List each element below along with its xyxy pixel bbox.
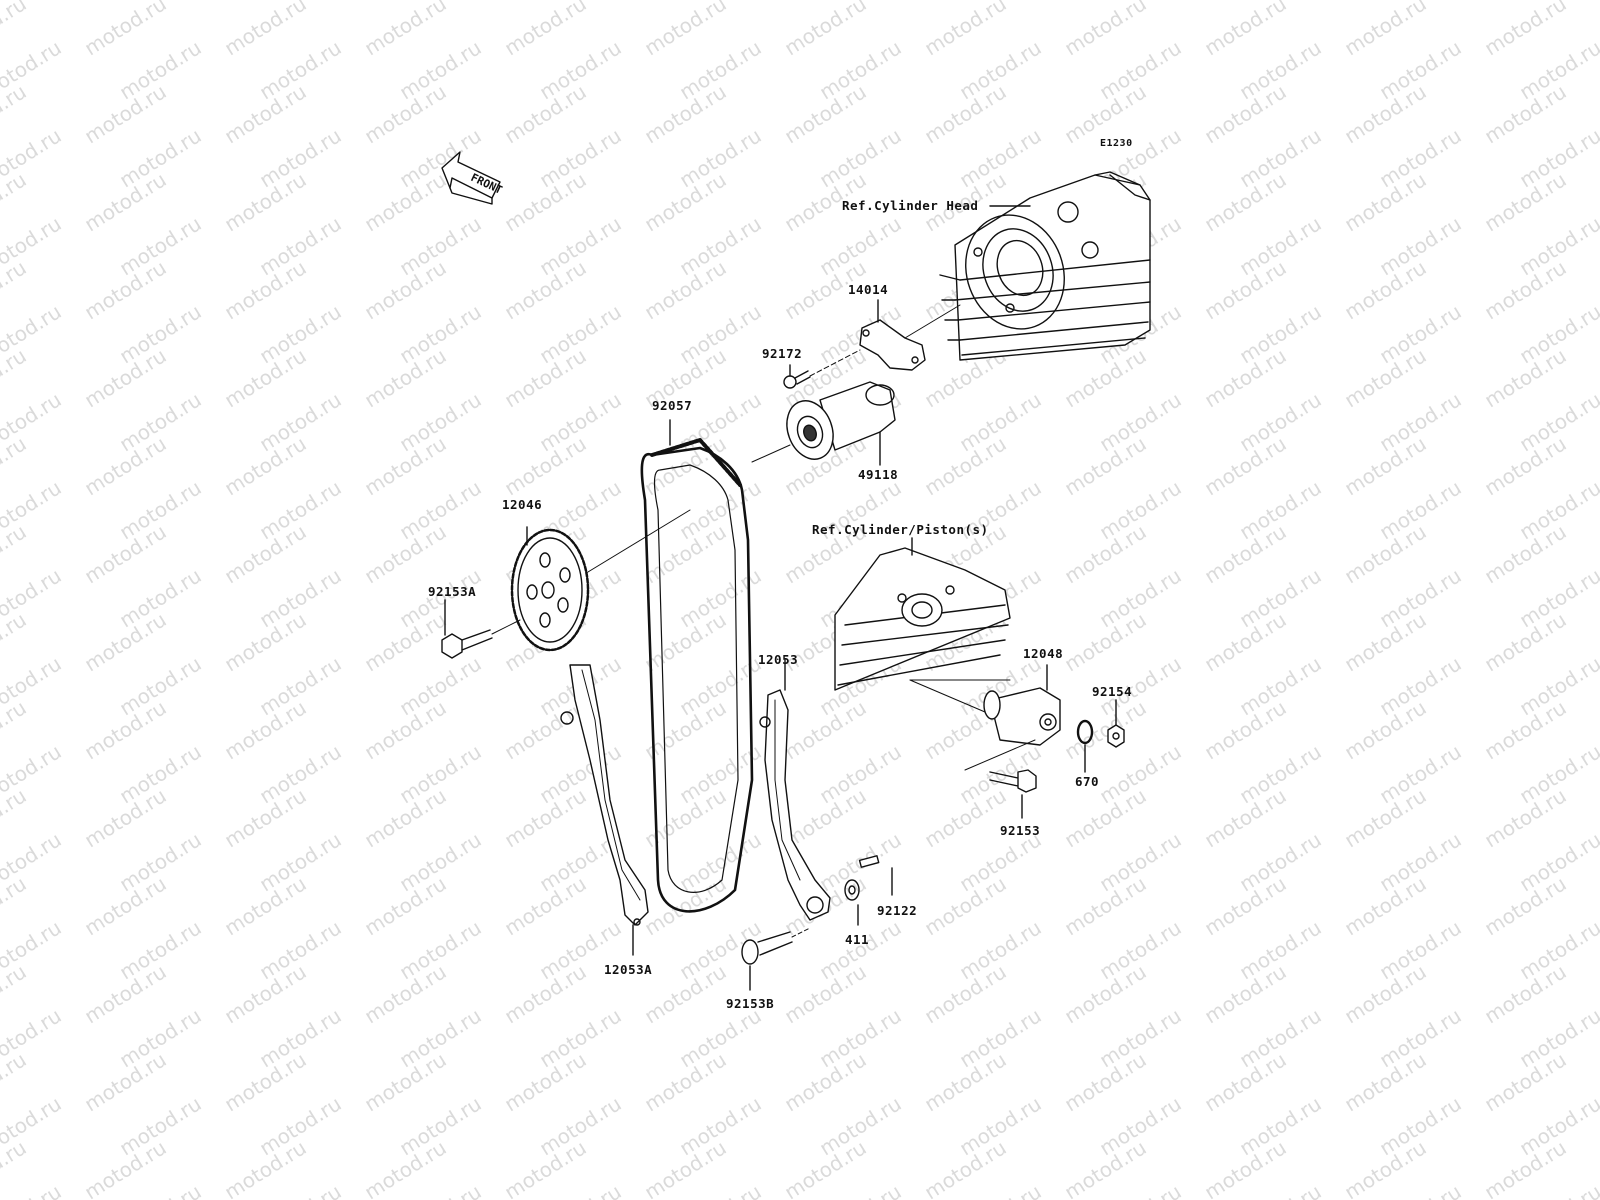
label-92057[interactable]: 92057 xyxy=(652,398,693,413)
part-92172-screw[interactable] xyxy=(783,349,861,389)
label-92122[interactable]: 92122 xyxy=(877,903,918,918)
label-12046[interactable]: 12046 xyxy=(502,497,543,512)
part-12046-sprocket[interactable] xyxy=(510,526,590,652)
label-92154[interactable]: 92154 xyxy=(1092,684,1133,699)
label-12048[interactable]: 12048 xyxy=(1023,646,1064,661)
label-14014[interactable]: 14014 xyxy=(848,282,889,297)
cylinder-head-ref xyxy=(939,171,1151,361)
part-92154-nut[interactable] xyxy=(1107,699,1125,748)
ref-cylinder-head-label: Ref.Cylinder Head xyxy=(842,198,979,213)
part-411-washer[interactable] xyxy=(844,879,860,926)
part-92153b-bolt[interactable] xyxy=(741,927,811,991)
part-12053-guide[interactable] xyxy=(759,659,831,921)
label-411[interactable]: 411 xyxy=(845,932,870,947)
part-92153a-bolt[interactable] xyxy=(441,599,521,659)
diagram-code: E1230 xyxy=(1100,138,1133,149)
front-arrow-icon: FRONT xyxy=(441,151,505,205)
part-12048-tensioner[interactable] xyxy=(964,664,1061,771)
part-92122-pin[interactable] xyxy=(858,855,893,896)
label-670[interactable]: 670 xyxy=(1075,774,1100,789)
label-12053a[interactable]: 12053A xyxy=(604,962,653,977)
ref-cylinder-piston-label: Ref.Cylinder/Piston(s) xyxy=(812,522,989,537)
label-92153b[interactable]: 92153B xyxy=(726,996,775,1011)
cylinder-piston-ref xyxy=(834,537,1011,713)
part-92057-chain[interactable] xyxy=(582,419,754,913)
part-12053a-guide[interactable] xyxy=(560,664,649,956)
label-92153a[interactable]: 92153A xyxy=(428,584,477,599)
label-12053[interactable]: 12053 xyxy=(758,652,799,667)
label-49118[interactable]: 49118 xyxy=(858,467,899,482)
part-92153-bolt[interactable] xyxy=(989,769,1037,819)
part-14014-cover[interactable] xyxy=(859,299,961,371)
label-92172[interactable]: 92172 xyxy=(762,346,803,361)
part-49118-camshaft[interactable] xyxy=(751,381,896,466)
part-670-oring[interactable] xyxy=(1076,719,1094,773)
label-92153[interactable]: 92153 xyxy=(1000,823,1041,838)
